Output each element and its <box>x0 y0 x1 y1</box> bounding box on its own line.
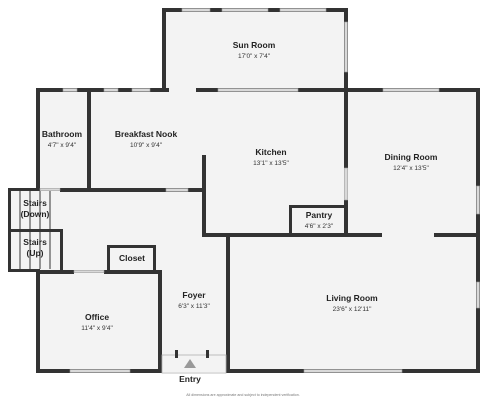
office-name: Office <box>85 312 109 322</box>
windows <box>39 8 480 373</box>
sun-room-floor <box>165 10 346 90</box>
disclaimer-text: All dimensions are approximate and subje… <box>186 393 299 397</box>
floor-areas <box>10 10 478 372</box>
pantry-name: Pantry <box>306 210 333 220</box>
stairs-up-name-line1: Stairs <box>23 237 47 247</box>
bathroom-dims: 4'7" x 9'4" <box>48 142 77 149</box>
kitchen-dims: 13'1" x 13'5" <box>253 160 289 167</box>
office-dims: 11'4" x 9'4" <box>81 325 113 332</box>
pantry-dims: 4'6" x 2'3" <box>305 223 334 230</box>
entry-label: Entry <box>179 374 201 384</box>
living-room-name: Living Room <box>326 293 378 303</box>
entry-door[interactable] <box>161 350 227 374</box>
dining-room-dims: 12'4" x 13'5" <box>393 165 429 172</box>
kitchen-name: Kitchen <box>255 147 286 157</box>
stairs-down-name-line2: (Down) <box>21 209 50 219</box>
main-floor <box>38 90 478 372</box>
dining-room-name: Dining Room <box>385 152 438 162</box>
foyer-name: Foyer <box>182 290 206 300</box>
entry-arrow-icon <box>184 359 196 368</box>
room-labels: Sun Room 17'0" x 7'4" Bathroom 4'7" x 9'… <box>21 40 438 397</box>
closet-name: Closet <box>119 253 145 263</box>
stair-treads <box>19 191 51 269</box>
breakfast-nook-dims: 10'9" x 9'4" <box>130 142 163 149</box>
bathroom-name: Bathroom <box>42 129 83 139</box>
stairs-up-name-line2: (Up) <box>27 248 44 258</box>
sun-room-dims: 17'0" x 7'4" <box>238 53 271 60</box>
living-room-dims: 23'6" x 12'11" <box>333 306 372 313</box>
stairs-down-name-line1: Stairs <box>23 198 47 208</box>
sun-room-name: Sun Room <box>233 40 276 50</box>
foyer-dims: 6'3" x 11'3" <box>178 303 210 310</box>
breakfast-nook-name: Breakfast Nook <box>115 129 178 139</box>
